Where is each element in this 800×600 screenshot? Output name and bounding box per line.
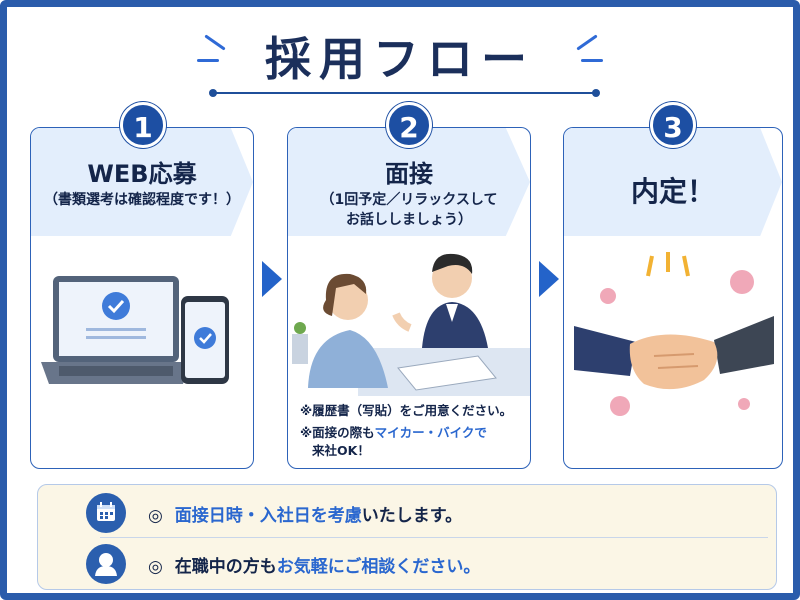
title-underline — [209, 89, 600, 97]
title-ray-right-2 — [581, 59, 603, 62]
flow-arrow-2 — [539, 261, 559, 297]
step-note-2-highlight: マイカー・バイクで — [374, 425, 487, 440]
page-title: 採用フロー — [265, 32, 535, 86]
info-row-1: ◎ 面接日時・入社日を考慮いたします。 — [148, 501, 462, 526]
handshake-icon — [574, 252, 774, 416]
info-row-2-prefix: 在職中の方も — [174, 557, 277, 577]
info-row-2: ◎ 在職中の方もお気軽にご相談ください。 — [148, 552, 480, 577]
step-subtitle-2-line1: （1回予定／リラックスして — [320, 192, 498, 208]
laptop-icon — [41, 276, 229, 384]
title-ray-left-2 — [197, 59, 219, 62]
flow-arrow-1 — [262, 261, 282, 297]
info-divider — [100, 537, 768, 538]
calendar-icon — [86, 493, 126, 533]
info-row-2-highlight: お気軽にご相談ください。 — [276, 557, 481, 577]
step-badge-1: 1 — [120, 102, 166, 148]
info-panel: ◎ 面接日時・入社日を考慮いたします。 ◎ 在職中の方もお気軽にご相談ください。 — [37, 484, 777, 590]
step-card-1: WEB応募 （書類選考は確認程度です！） — [30, 127, 254, 469]
step-badge-3: 3 — [650, 102, 696, 148]
step-title-2: 面接 — [385, 160, 433, 188]
info-row-1-rest: いたします。 — [361, 506, 463, 526]
step-badge-2: 2 — [386, 102, 432, 148]
step-note-2: ※面接の際もマイカー・バイクで 来社OK！ — [300, 424, 487, 460]
info-row-1-mark: ◎ — [148, 506, 163, 526]
interview-illustration-icon — [292, 253, 530, 396]
info-row-1-highlight: 面接日時・入社日を考慮 — [174, 506, 362, 526]
sakura-icon — [600, 270, 754, 416]
step-card-3: 内定！ — [563, 127, 783, 469]
step-note-2-line2: 来社OK！ — [312, 443, 370, 458]
step-subtitle-1: （書類選考は確認程度です！） — [44, 192, 240, 208]
step-title-1: WEB応募 — [87, 160, 197, 188]
info-row-2-mark: ◎ — [148, 557, 163, 577]
person-icon — [86, 544, 126, 584]
step-note-1: ※履歴書（写貼）をご用意ください。 — [300, 403, 513, 418]
step-note-2-prefix: ※面接の際も — [300, 425, 375, 440]
step-title-3: 内定！ — [630, 175, 715, 208]
step-card-2: 面接 （1回予定／リラックスして お話ししましょう） ※履歴書（写貼）をご用意く… — [287, 127, 531, 469]
step-subtitle-2-line2: お話ししましょう） — [346, 212, 472, 228]
